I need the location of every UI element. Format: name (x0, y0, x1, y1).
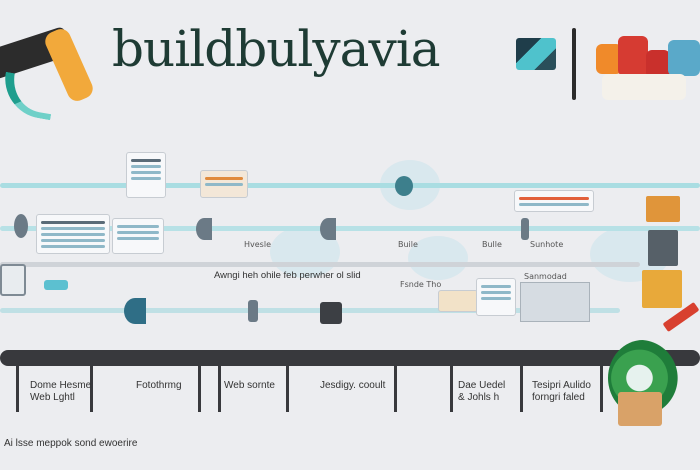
node-marker-icon (320, 302, 342, 324)
card-label: Sunhote (530, 240, 564, 249)
timeline-label: Fotothrmg (136, 380, 182, 391)
stacked-box-icon (642, 270, 682, 308)
page-title: buildbulyavia (112, 20, 441, 78)
crate-cluster-icon (438, 290, 478, 312)
card-label: Buile (398, 240, 418, 249)
document-stack-icon (476, 278, 516, 316)
timeline-tick (286, 366, 289, 412)
node-marker-icon (14, 214, 28, 238)
header-divider (572, 28, 576, 100)
stacked-box-icon (646, 196, 680, 222)
cloud-blob (408, 236, 468, 280)
stacked-box-icon (648, 230, 678, 266)
card-label: Fsnde Tho (400, 280, 442, 289)
brand-glyph-icon (516, 38, 556, 70)
node-marker-icon (248, 300, 258, 322)
card-label: Bulle (482, 240, 502, 249)
people-illustration-icon (588, 30, 700, 104)
paint-swoosh-icon (0, 71, 58, 121)
card-label: Hvesle (244, 240, 271, 249)
timeline-tick (198, 366, 201, 412)
phone-device-icon (0, 264, 26, 296)
timeline-tick (450, 366, 453, 412)
timeline-tick (16, 366, 19, 412)
notebook-icon (200, 170, 248, 198)
timeline-track (0, 183, 700, 188)
timeline-label: Web sornte (224, 380, 275, 391)
footer-caption: Ai lsse meppok sond ewoerire (4, 438, 138, 449)
diagram-card (126, 152, 166, 198)
timeline-label: Dae Uedel & Johls h (458, 380, 506, 403)
node-marker-icon (320, 218, 336, 240)
timeline-tick (600, 366, 603, 412)
timeline-tick (394, 366, 397, 412)
diagram-card (514, 190, 594, 212)
timeline-label: Tesipri Aulido forngri faled (532, 380, 591, 403)
diagram-card (36, 214, 110, 254)
node-marker-icon (196, 218, 212, 240)
crate-icon (618, 392, 662, 426)
timeline-main-bar (0, 350, 700, 366)
timeline-tick (218, 366, 221, 412)
chat-node-icon (395, 176, 413, 196)
node-marker-icon (521, 218, 529, 240)
server-machine-icon (520, 282, 590, 322)
node-marker-icon (44, 280, 68, 290)
node-marker-icon (124, 298, 146, 324)
timeline-track (0, 262, 640, 267)
timeline-tick (90, 366, 93, 412)
timeline-track (0, 308, 620, 313)
timeline-tick (520, 366, 523, 412)
card-label: Sanmodad (524, 272, 567, 281)
diagram-card (112, 218, 164, 254)
diagram-caption: Awngi heh ohile feb perwher ol slid (214, 270, 361, 281)
timeline-label: Dome Hesme Web Lghtl (30, 380, 92, 403)
timeline-track (0, 226, 700, 231)
timeline-label: Jesdigy. cooult (320, 380, 386, 391)
